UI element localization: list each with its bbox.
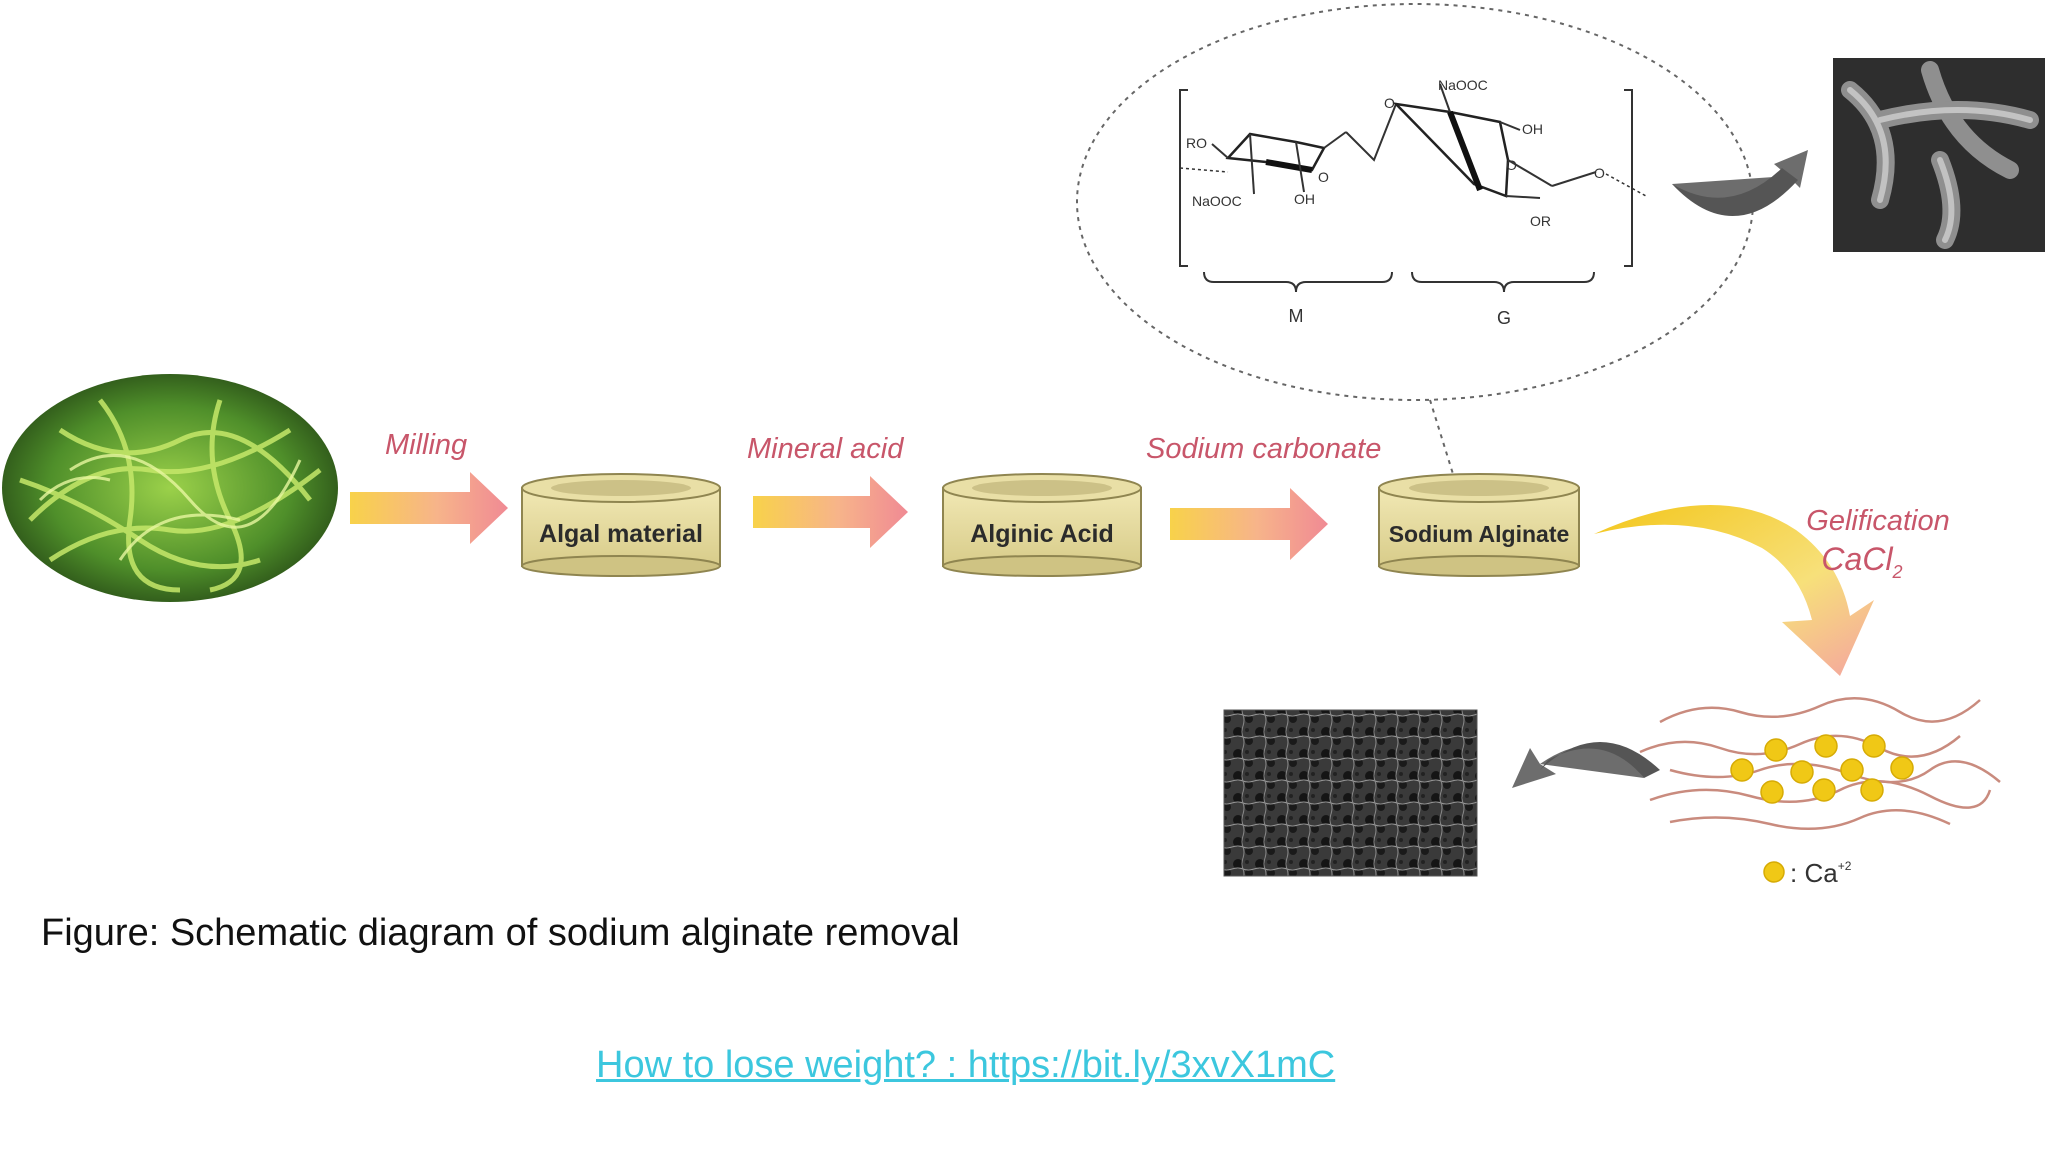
seaweed-image bbox=[2, 374, 338, 602]
svg-text:Sodium Alginate: Sodium Alginate bbox=[1389, 521, 1570, 547]
svg-text:O: O bbox=[1384, 95, 1395, 111]
svg-text:M: M bbox=[1289, 306, 1304, 326]
svg-text:O: O bbox=[1318, 169, 1329, 185]
svg-text:G: G bbox=[1497, 308, 1511, 328]
arrow-to-micrograph-top bbox=[1672, 150, 1808, 217]
svg-text:: Ca+2: : Ca+2 bbox=[1790, 858, 1852, 888]
svg-text:OH: OH bbox=[1294, 191, 1315, 207]
gelification-label: Gelification bbox=[1806, 505, 1949, 537]
arrow-milling bbox=[350, 472, 508, 544]
svg-text:NaOOC: NaOOC bbox=[1438, 77, 1488, 93]
step-label-mineral-acid: Mineral acid bbox=[747, 433, 904, 465]
alginate-chemical-structure: NaOOC OH RO NaOOC OH OR O O O O M G bbox=[1179, 77, 1647, 328]
sodium-alginate-diagram: Milling Mineral acid Sodium carbonate Al… bbox=[2, 3, 2045, 888]
step-label-sodium-carbonate: Sodium carbonate bbox=[1146, 433, 1381, 465]
figure-caption: Figure: Schematic diagram of sodium algi… bbox=[41, 912, 960, 954]
svg-text:O: O bbox=[1506, 157, 1517, 173]
drum-algal-material: Algal material bbox=[521, 473, 721, 577]
drum-sodium-alginate: Sodium Alginate bbox=[1378, 473, 1580, 577]
svg-text:Algal material: Algal material bbox=[539, 520, 703, 548]
structure-callout bbox=[1076, 3, 1754, 475]
svg-text:OH: OH bbox=[1522, 121, 1543, 137]
sem-micrograph-porous bbox=[1223, 709, 1478, 877]
svg-text:NaOOC: NaOOC bbox=[1192, 193, 1242, 209]
sem-micrograph-fibers bbox=[1833, 58, 2045, 252]
drum-alginic-acid: Alginic Acid bbox=[942, 473, 1142, 577]
arrow-sodium-carbonate bbox=[1170, 488, 1328, 560]
svg-text:O: O bbox=[1594, 165, 1605, 181]
svg-text:Alginic Acid: Alginic Acid bbox=[970, 520, 1114, 548]
weight-loss-link[interactable]: How to lose weight? : https://bit.ly/3xv… bbox=[596, 1044, 1336, 1086]
svg-text:RO: RO bbox=[1186, 135, 1207, 151]
arrow-to-porous-micrograph bbox=[1512, 742, 1660, 788]
arrow-gelification bbox=[1594, 504, 1874, 676]
egg-box-gel-network bbox=[1639, 697, 2001, 831]
calcium-legend: : Ca+2 bbox=[1763, 858, 1852, 888]
svg-text:OR: OR bbox=[1530, 213, 1551, 229]
arrow-mineral-acid bbox=[753, 476, 908, 548]
step-label-milling: Milling bbox=[385, 429, 467, 461]
cacl2-label: CaCl2 bbox=[1821, 541, 1902, 582]
